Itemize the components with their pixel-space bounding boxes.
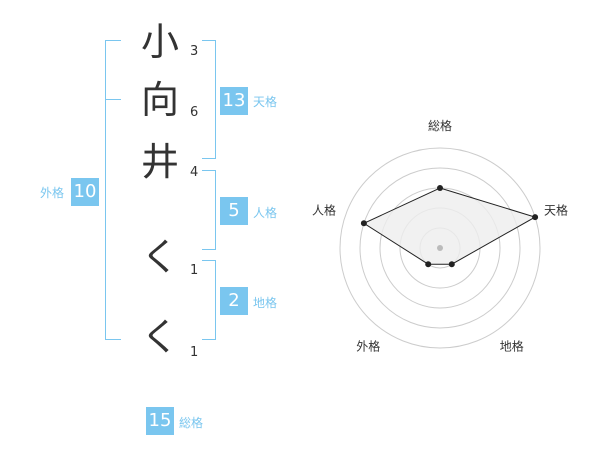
stroke-count-3: 4 xyxy=(190,165,199,180)
radar-axis-label-2: 天格 xyxy=(544,202,568,217)
gaikaku-badge: 10 xyxy=(71,178,99,206)
jinkaku-badge: 5 xyxy=(220,197,248,225)
radar-axis-label-5: 人格 xyxy=(312,202,336,217)
radar-axis-label-1: 総格 xyxy=(428,118,452,133)
radar-center-dot xyxy=(437,245,443,251)
name-char-3: 井 xyxy=(140,140,179,184)
gaikaku-bracket-tick xyxy=(105,99,121,100)
jinkaku-label: 人格 xyxy=(253,206,278,220)
stroke-count-1: 3 xyxy=(190,44,199,59)
radar-axis-label-4: 外格 xyxy=(356,339,380,354)
jinkaku-bracket xyxy=(202,170,216,250)
tenkaku-bracket xyxy=(202,40,216,159)
soukaku-badge: 15 xyxy=(146,407,174,435)
chikaku-badge: 2 xyxy=(220,287,248,315)
soukaku-label: 総格 xyxy=(179,416,204,430)
name-char-2: 向 xyxy=(140,78,179,122)
chikaku-bracket xyxy=(202,260,216,340)
chikaku-label: 地格 xyxy=(253,296,278,310)
radar-ring-5 xyxy=(339,147,541,349)
radar-axis-label-3: 地格 xyxy=(500,339,524,354)
radar-point-1 xyxy=(437,185,443,191)
radar-ring-4 xyxy=(359,167,521,329)
radar-series xyxy=(362,187,537,265)
name-char-4: く xyxy=(140,235,179,279)
radar-point-3 xyxy=(448,261,455,268)
name-char-1: 小 xyxy=(140,20,179,64)
stroke-count-2: 6 xyxy=(190,105,199,120)
name-char-5: く xyxy=(140,315,179,359)
tenkaku-badge: 13 xyxy=(220,87,248,115)
radar-point-4 xyxy=(425,261,432,268)
gaikaku-label: 外格 xyxy=(40,186,65,200)
stroke-count-5: 1 xyxy=(190,345,199,360)
tenkaku-label: 天格 xyxy=(253,95,278,109)
radar-point-5 xyxy=(360,220,367,227)
radar-point-2 xyxy=(532,214,539,221)
gaikaku-bracket xyxy=(105,40,121,340)
stroke-count-4: 1 xyxy=(190,263,199,278)
